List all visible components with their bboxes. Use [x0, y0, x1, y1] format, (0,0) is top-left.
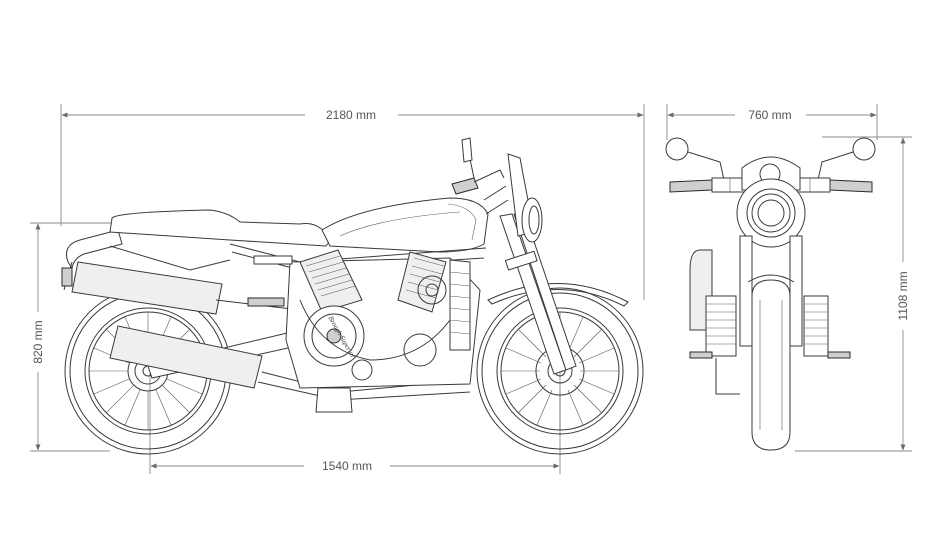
handlebar-side [451, 137, 507, 201]
overall-length-label: 2180 mm [326, 108, 376, 122]
headlight-front [736, 156, 806, 248]
seat-height-label: 820 mm [31, 320, 45, 363]
front-fork [499, 211, 577, 375]
seat [109, 209, 335, 247]
handlebar-width-label: 760 mm [748, 108, 791, 122]
dimension-overall-height: 1108 mm [795, 136, 912, 452]
dimension-overall-length: 2180 mm [60, 104, 645, 300]
fuel-tank [321, 197, 489, 253]
front-tire-front-view [751, 279, 791, 451]
right-mirror [817, 137, 876, 181]
motorcycle-side-view: Brough Superior [61, 137, 644, 455]
dimension-handlebar-width: 760 mm [666, 104, 878, 140]
engine: Brough Superior [247, 249, 481, 413]
overall-height-label: 1108 mm [896, 271, 910, 320]
left-mirror [665, 137, 725, 181]
fork-legs-front [739, 235, 803, 347]
headlight-fairing [507, 153, 543, 243]
wheelbase-label: 1540 mm [322, 459, 372, 473]
dimension-seat-height: 820 mm [30, 222, 112, 452]
motorcycle-front-view [665, 137, 876, 451]
dimension-wheelbase: 1540 mm [149, 372, 561, 474]
rear-shock [449, 259, 471, 351]
cylinders-front [689, 249, 851, 395]
tail-section [61, 229, 231, 291]
front-fender-front-view [747, 274, 795, 283]
